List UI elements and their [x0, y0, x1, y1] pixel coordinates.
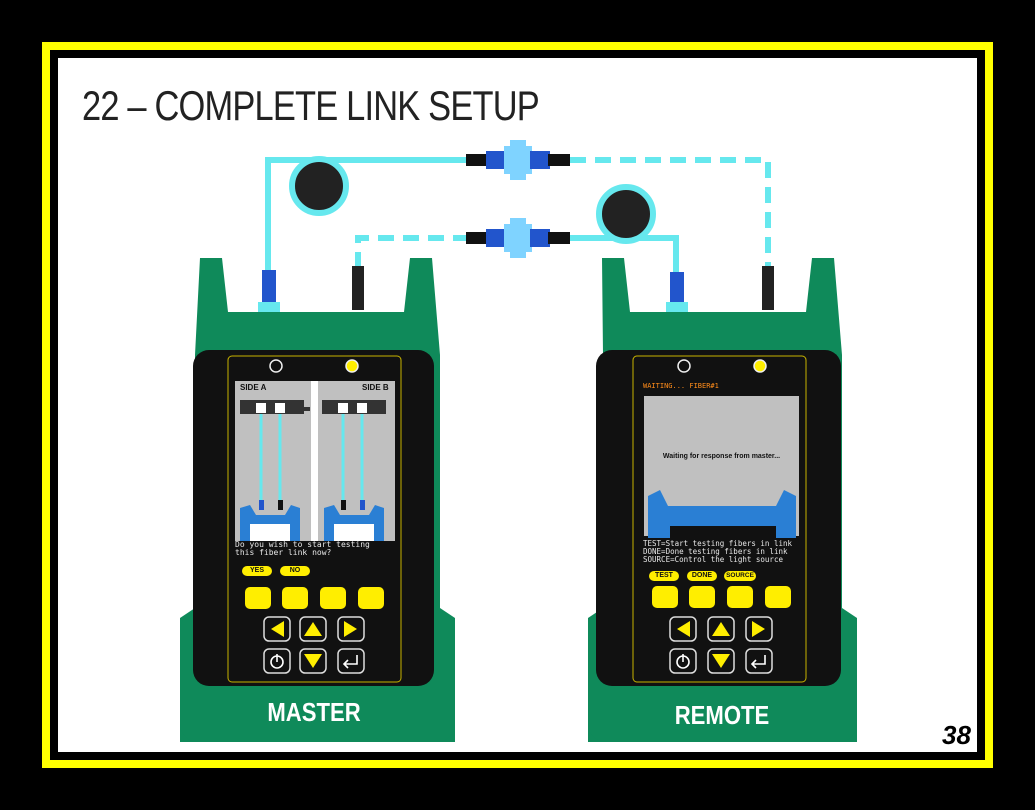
remote-device-label: REMOTE: [674, 700, 770, 730]
master-side-b-label: SIDE B: [362, 383, 389, 392]
remote-softkey-source-label: SOURCE: [726, 572, 754, 579]
remote-port-a-connector: [666, 272, 688, 312]
remote-softkey-test[interactable]: [649, 571, 679, 581]
master-device: [180, 258, 455, 742]
master-side-a-label: SIDE A: [240, 383, 267, 392]
master-softkey-no[interactable]: [280, 566, 310, 576]
master-softkey-no-label: NO: [289, 567, 301, 574]
fiber-lower-coupler-to-remote-a: [570, 235, 679, 280]
remote-port-b-connector: [762, 266, 774, 310]
fiber-master-a-to-top-coupler: [265, 157, 470, 278]
master-prompt-line1: Do you wish to start testing: [235, 540, 370, 549]
master-power-led-icon: [269, 359, 283, 373]
remote-device: [588, 258, 857, 742]
master-port-b-connector: [352, 266, 364, 310]
remote-softkey-done[interactable]: [687, 571, 717, 581]
master-right-arrow-button[interactable]: [337, 616, 365, 642]
master-softkey-yes[interactable]: [242, 566, 272, 576]
remote-power-button[interactable]: [669, 648, 697, 674]
master-up-arrow-button[interactable]: [299, 616, 327, 642]
page-number: 38: [942, 720, 971, 750]
remote-f2-button[interactable]: [689, 586, 715, 608]
master-power-button[interactable]: [263, 648, 291, 674]
remote-status-text: WAITING... FIBER#1: [643, 382, 719, 390]
remote-f4-button[interactable]: [765, 586, 791, 608]
remote-softkey-test-label: TEST: [655, 572, 673, 579]
remote-help-line3: SOURCE=Control the light source: [643, 555, 783, 564]
master-port-a-connector: [258, 270, 280, 312]
master-f2-button[interactable]: [282, 587, 308, 609]
master-softkey-yes-label: YES: [249, 567, 264, 574]
remote-right-arrow-button[interactable]: [745, 616, 773, 642]
remote-f3-button[interactable]: [727, 586, 753, 608]
master-f3-button[interactable]: [320, 587, 346, 609]
fiber-master-b-to-lower-coupler: [355, 235, 470, 268]
remote-left-arrow-button[interactable]: [669, 616, 697, 642]
remote-power-led-icon: [677, 359, 691, 373]
remote-down-arrow-button[interactable]: [707, 648, 735, 674]
remote-help-line2: DONE=Done testing fibers in link: [643, 547, 788, 556]
fiber-spool-master: [289, 156, 349, 216]
master-device-label: MASTER: [267, 697, 361, 727]
remote-enter-button[interactable]: [745, 648, 773, 674]
top-fiber-coupler: [466, 140, 570, 180]
page-title: 22 – COMPLETE LINK SETUP: [82, 82, 540, 129]
master-down-arrow-button[interactable]: [299, 648, 327, 674]
lower-fiber-coupler: [466, 218, 570, 258]
master-f1-button[interactable]: [245, 587, 271, 609]
remote-waiting-message: Waiting for response from master...: [662, 453, 781, 460]
remote-softkey-done-label: DONE: [691, 572, 713, 579]
fiber-spool-remote: [596, 184, 656, 244]
master-f4-button[interactable]: [358, 587, 384, 609]
master-left-arrow-button[interactable]: [263, 616, 291, 642]
remote-f1-button[interactable]: [652, 586, 678, 608]
remote-up-arrow-button[interactable]: [707, 616, 735, 642]
fiber-top-coupler-to-remote-b: [570, 157, 771, 272]
remote-softkey-source[interactable]: [724, 571, 756, 581]
master-enter-button[interactable]: [337, 648, 365, 674]
master-status-led-icon: [345, 359, 359, 373]
remote-status-led-icon: [753, 359, 767, 373]
remote-help-line1: TEST=Start testing fibers in link: [643, 539, 793, 548]
master-prompt-line2: this fiber link now?: [235, 548, 332, 557]
